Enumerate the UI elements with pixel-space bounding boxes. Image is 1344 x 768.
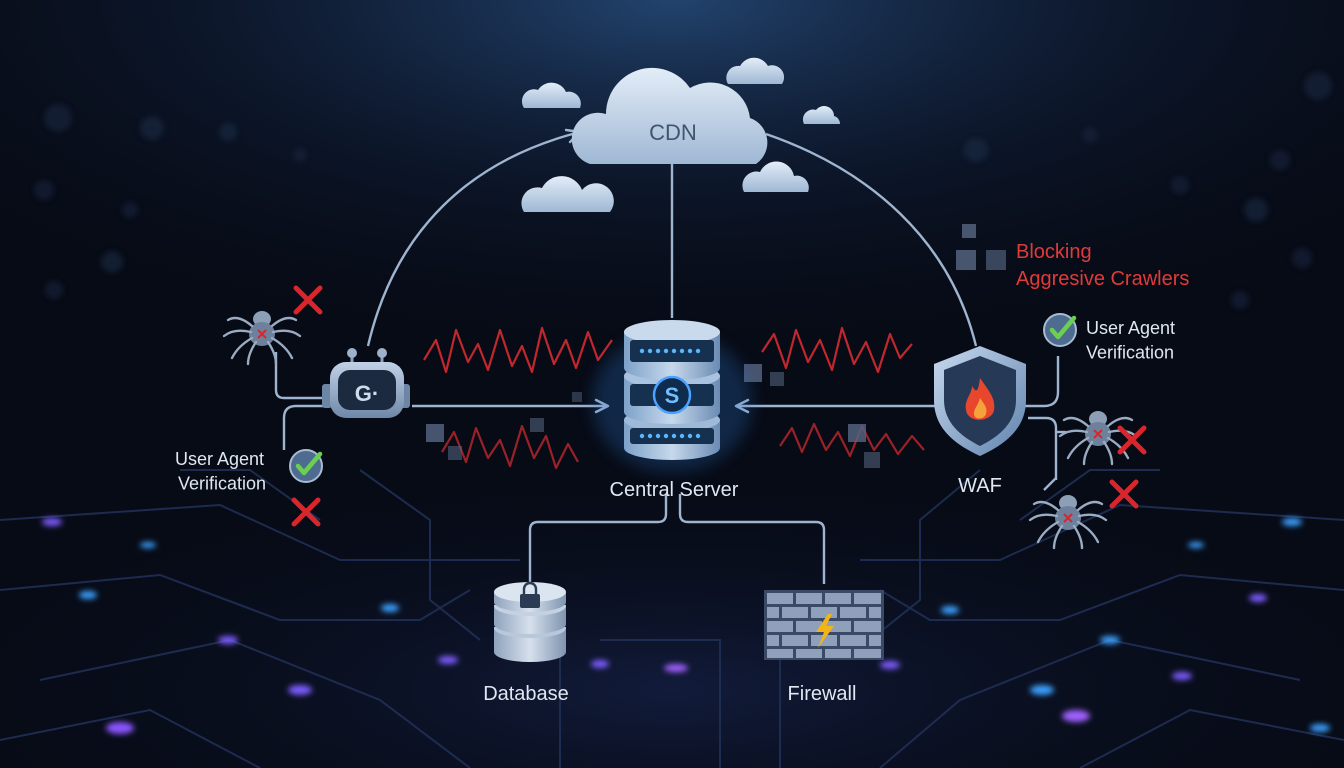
lightning-bolt-icon — [816, 614, 834, 648]
waveform-right-bottom — [779, 422, 925, 458]
shield-flame-icon — [934, 346, 1026, 456]
traffic-waveforms — [423, 326, 925, 470]
waf-label: WAF — [958, 475, 1002, 497]
waveform-left-bottom — [441, 424, 579, 470]
right-verification-label: User Agent — [1086, 318, 1175, 338]
server-to-firewall-line — [678, 494, 826, 584]
server-to-database-line — [528, 494, 668, 582]
cdn-cloud-icon — [571, 67, 768, 164]
cdn-to-waf-line — [765, 132, 978, 347]
left-verification-line-1: User Agent Verification — [175, 449, 269, 493]
waveform-right-top — [761, 326, 913, 374]
left-verification-label: User Agent — [175, 449, 264, 469]
right-verification-line-1: User Agent Verification — [1086, 318, 1180, 362]
connection-lines — [274, 128, 1066, 584]
waveform-left-top — [423, 326, 613, 374]
robot-icon — [322, 348, 410, 418]
cloud-small-5 — [742, 161, 809, 192]
database-icon — [494, 582, 566, 662]
bot-to-cdn-line — [366, 130, 581, 347]
cdn-label: CDN — [649, 120, 697, 145]
right-verification-label-line-2: Verification — [1086, 342, 1174, 362]
waf-to-spiders-line — [1028, 416, 1058, 480]
check-circle-icon-right — [1044, 314, 1076, 346]
bot-to-verification-line — [282, 404, 326, 450]
spider-to-bot-line — [274, 352, 326, 400]
circuit-lights — [42, 518, 1330, 734]
left-verification-label-line-2: Verification — [178, 473, 266, 493]
cloud-small-2 — [726, 57, 785, 84]
database-label: Database — [483, 683, 569, 705]
firewall-icon — [764, 590, 884, 660]
cloud-small-4 — [521, 176, 614, 212]
lock-icon — [520, 581, 540, 608]
central-server-label: Central Server — [610, 479, 739, 501]
bokeh-particles — [34, 72, 1332, 309]
blocking-label-line-2: Aggresive Crawlers — [1016, 268, 1189, 290]
bot-badge: G· — [355, 381, 379, 406]
waf-to-verification-line — [1024, 356, 1060, 408]
server-badge: S — [665, 383, 680, 408]
blocking-label: Blocking — [1016, 241, 1092, 263]
cloud-small-1 — [521, 82, 581, 108]
blocking-label-line-1: Blocking Aggresive Crawlers — [1016, 241, 1189, 290]
cloud-small-3 — [802, 105, 841, 124]
packet-squares — [426, 224, 1006, 468]
firewall-label: Firewall — [788, 683, 857, 705]
database-server-icon — [592, 320, 752, 472]
check-circle-icon-left — [290, 450, 322, 482]
